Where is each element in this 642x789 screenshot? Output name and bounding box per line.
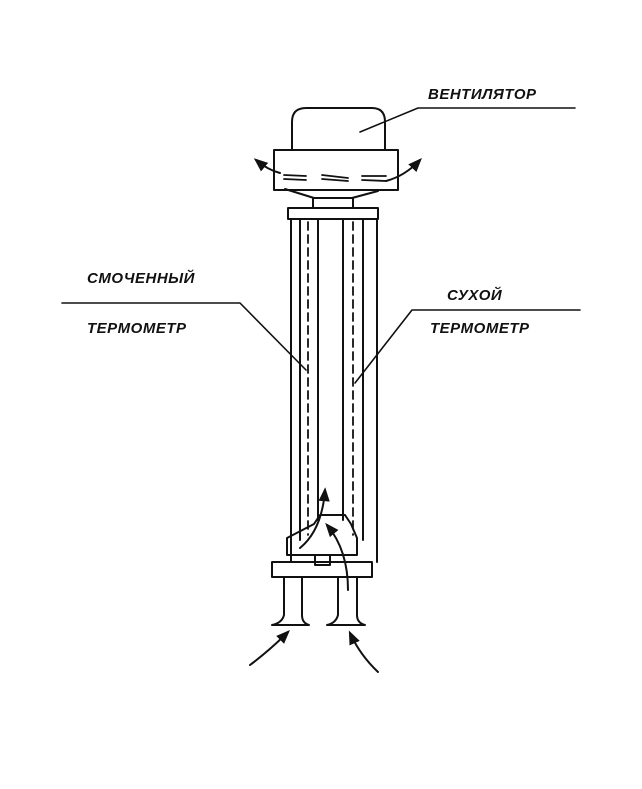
fan-label: ВЕНТИЛЯТОР — [428, 86, 537, 103]
dry-thermometer-label-line1: СУХОЙ — [447, 287, 503, 304]
fan-housing — [273, 149, 399, 191]
left-intake — [271, 576, 310, 626]
base-plate — [271, 561, 373, 578]
fan-blades-dashes — [283, 174, 387, 182]
inner-air-arrow-up — [299, 487, 330, 549]
wet-thermometer-label-line1: СМОЧЕННЫЙ — [87, 270, 195, 287]
fan — [253, 107, 422, 209]
leader-lines — [61, 107, 581, 384]
air-out-arrow-right — [385, 157, 422, 182]
tube-assembly — [290, 218, 378, 563]
right-intake — [326, 576, 366, 626]
top-plate — [287, 207, 379, 220]
fan-motor-cap — [291, 107, 386, 151]
inner-air-arrow — [325, 522, 349, 591]
air-in-arrow-right — [348, 630, 379, 673]
air-in-arrow-left — [249, 630, 290, 666]
air-out-arrow-left — [253, 158, 281, 174]
wet-thermometer-label-line2: ТЕРМОМЕТР — [87, 320, 187, 337]
dry-thermometer-label-line2: ТЕРМОМЕТР — [430, 320, 530, 337]
air-manifold — [286, 514, 358, 556]
